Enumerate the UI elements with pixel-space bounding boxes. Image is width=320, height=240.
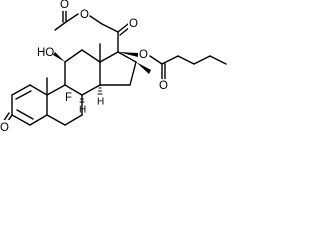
atom-labels: O O O O HO F O O H H	[0, 0, 168, 134]
substituent-bonds	[2, 9, 227, 125]
ring-b	[46, 84, 83, 126]
ring-c	[64, 49, 101, 96]
atom-o-acetate-carbonyl: O	[60, 0, 69, 11]
ring-a	[11, 84, 48, 126]
atom-f-c9: F	[65, 92, 72, 104]
atom-o-valerate-carbonyl: O	[159, 80, 168, 92]
structural-formula: O O O O HO F O O H H	[0, 0, 227, 134]
atom-ho-c11: HO	[37, 47, 54, 59]
atom-o-c17-ester: O	[139, 49, 148, 61]
ring-d	[99, 51, 137, 86]
atom-o-acetate-ester: O	[80, 9, 89, 21]
stereo-bonds	[53, 52, 151, 103]
atom-h-c8: H	[79, 105, 86, 116]
atom-o-c3: O	[0, 122, 9, 134]
atom-h-c14: H	[97, 97, 104, 108]
atom-o-c20-carbonyl: O	[129, 18, 138, 30]
